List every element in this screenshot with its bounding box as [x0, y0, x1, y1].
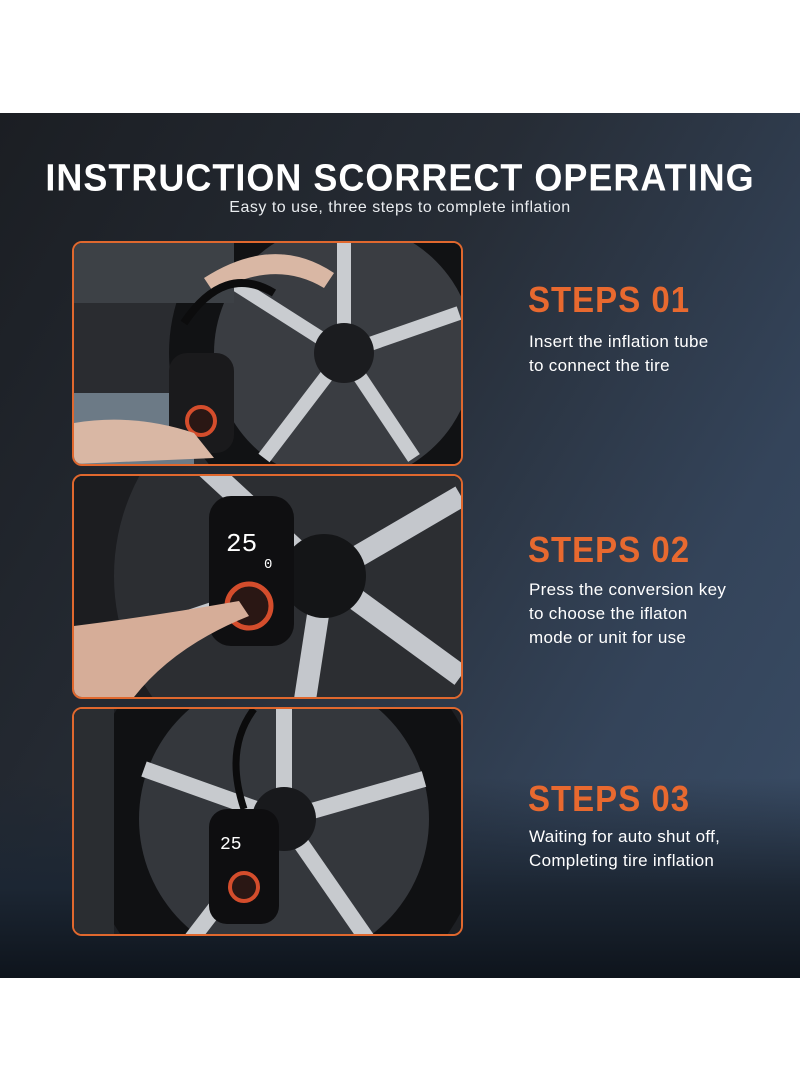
step-02-photo: 25 0	[72, 474, 463, 699]
step-03-photo: 25	[72, 707, 463, 936]
step-01-description: Insert the inflation tube to connect the…	[529, 332, 709, 375]
step-03-description: Waiting for auto shut off, Completing ti…	[529, 827, 721, 870]
svg-text:0: 0	[264, 557, 272, 573]
step-01-heading: STEPS 01	[528, 279, 691, 320]
step-02-heading: STEPS 02	[528, 529, 691, 570]
tire-photo-icon: 25	[74, 709, 461, 934]
svg-text:25: 25	[226, 529, 257, 559]
svg-text:25: 25	[220, 835, 242, 855]
tire-photo-icon	[74, 243, 461, 464]
instruction-panel: INSTRUCTION SCORRECT OPERATING Easy to u…	[0, 113, 800, 978]
step-03-heading: STEPS 03	[528, 778, 691, 819]
inflator-device-icon: 25 0	[74, 476, 461, 697]
page-subtitle: Easy to use, three steps to complete inf…	[229, 199, 571, 216]
page-title: INSTRUCTION SCORRECT OPERATING	[45, 155, 755, 199]
step-02-description: Press the conversion key to choose the i…	[529, 580, 727, 647]
step-01-photo	[72, 241, 463, 466]
